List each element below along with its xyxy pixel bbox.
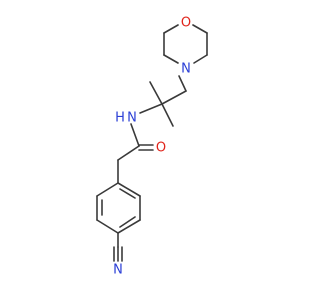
bond-methyl-1	[149, 81, 163, 105]
atom-n-amide: N	[127, 111, 137, 126]
atom-o-carbonyl: O	[156, 141, 166, 156]
bond-ring-3	[193, 54, 208, 64]
atom-n-morpholine: N	[181, 62, 191, 77]
bond-benz-6	[96, 182, 119, 197]
bond-ch2-cq	[161, 90, 187, 105]
molecule-structure: O N N H O N	[96, 16, 208, 278]
atom-o-morpholine: O	[181, 16, 191, 31]
bond-co-ch2	[117, 145, 140, 161]
atom-n-nitrile: N	[113, 263, 123, 278]
bond-methyl-2	[161, 103, 174, 127]
bond-ring-6	[163, 24, 179, 34]
atom-labels: O N N H O N	[113, 16, 191, 278]
bond-benz-inner-2	[119, 216, 136, 228]
bonds	[96, 24, 208, 262]
bond-cq-nh	[139, 103, 163, 114]
bond-benz-4	[96, 219, 119, 234]
bond-benz-inner-1	[119, 188, 136, 199]
bond-ring-5	[192, 24, 208, 34]
bond-benz-1	[117, 182, 141, 197]
bond-nh-co	[130, 123, 140, 147]
bond-ring-2	[163, 54, 179, 64]
atom-h-amide: H	[115, 111, 125, 126]
bond-benz-3	[117, 219, 141, 234]
bond-n-ch2	[178, 75, 187, 92]
